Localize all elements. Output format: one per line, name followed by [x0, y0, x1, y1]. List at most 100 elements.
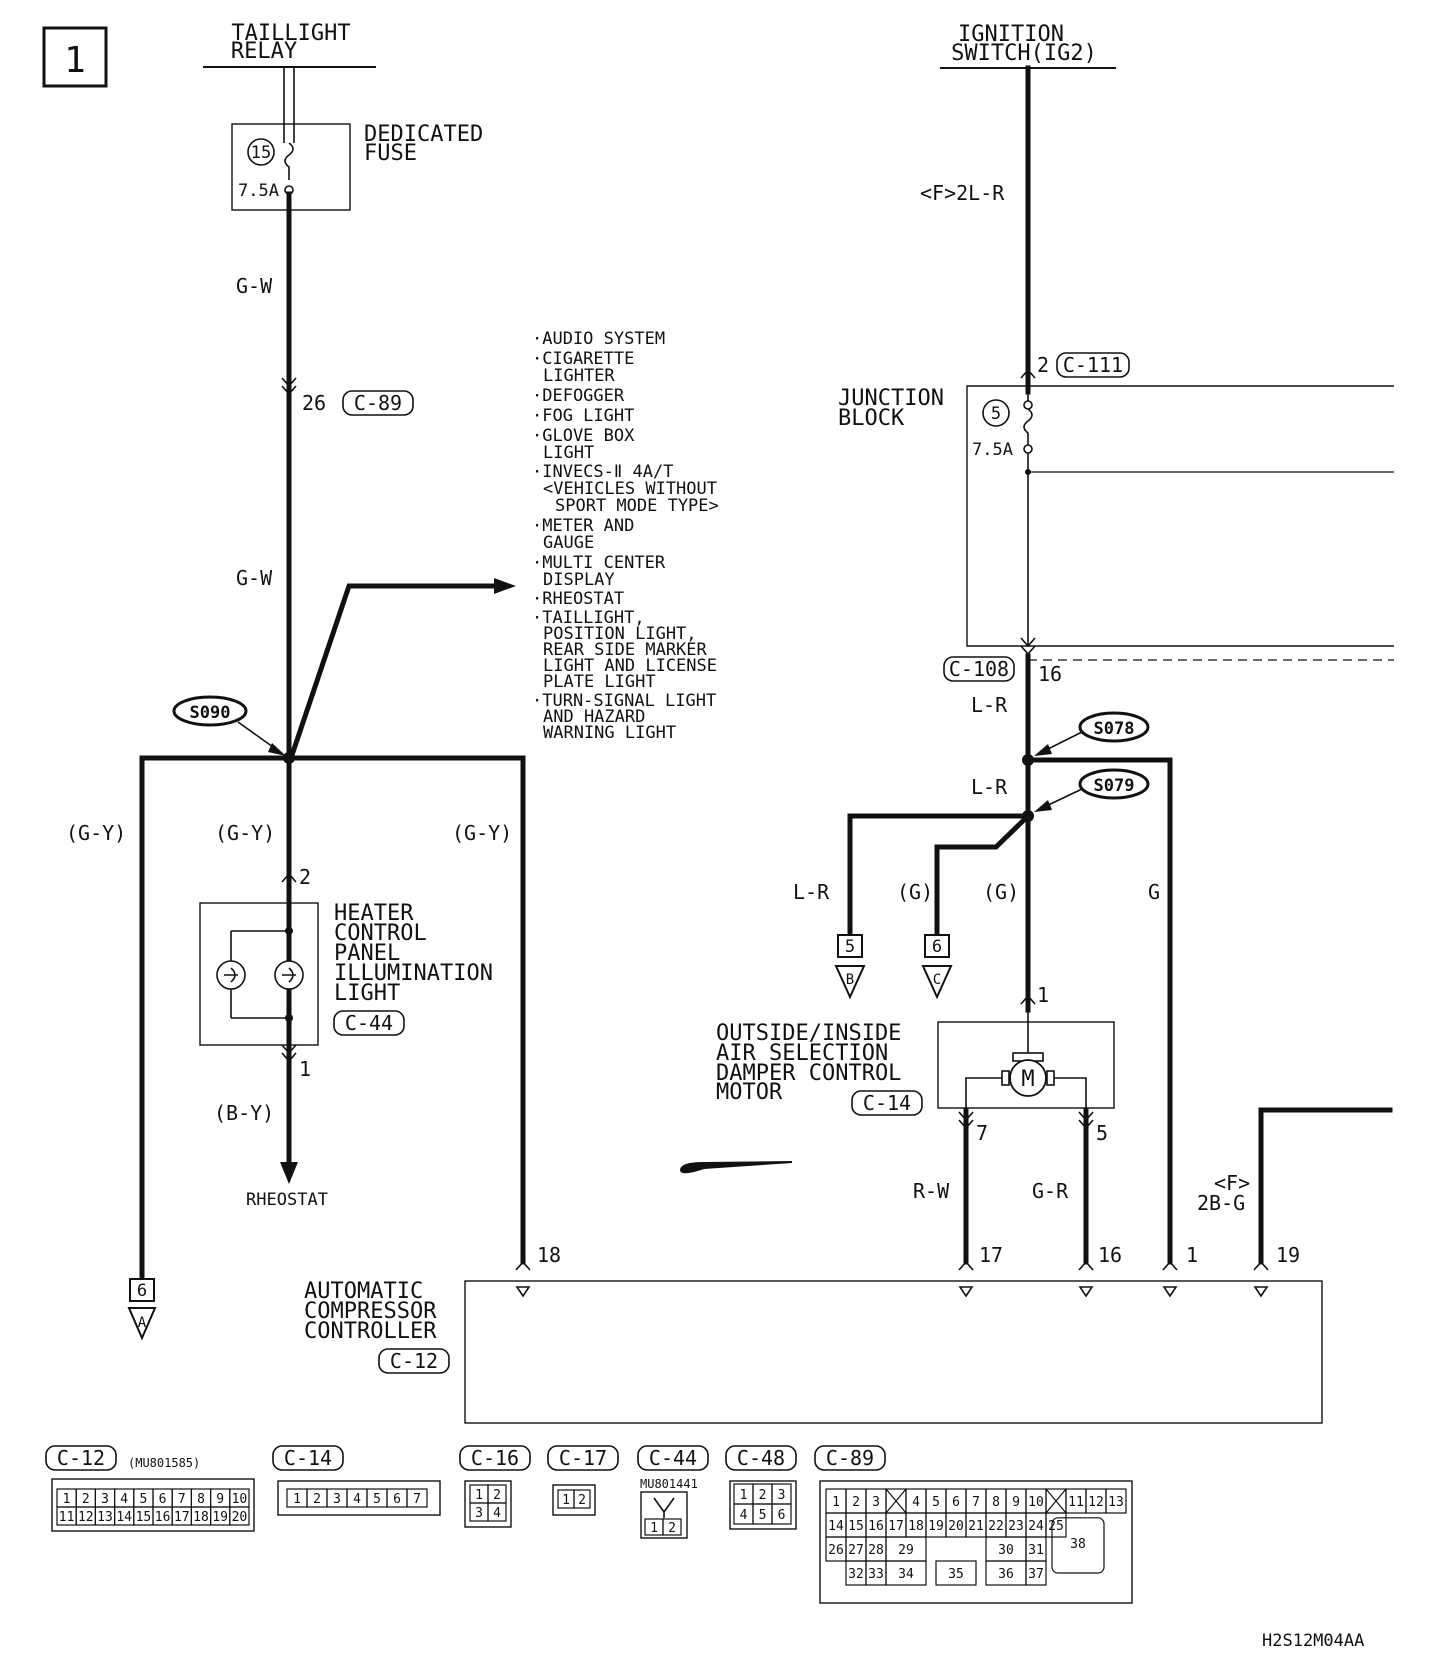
c89-id: C-89: [826, 1446, 874, 1470]
page-number: 1: [64, 40, 86, 81]
off-page-b-number: 5: [845, 937, 855, 957]
branch-taillight-4: LIGHT AND LICENSE: [543, 656, 717, 676]
junction-block-label-2: BLOCK: [838, 406, 905, 431]
pin-19: 19: [1276, 1243, 1300, 1267]
connector-pin-label: 2: [493, 1488, 501, 1503]
connector-pin-label: 30: [998, 1543, 1014, 1558]
connector-pin-label: 21: [968, 1519, 984, 1534]
wire-label-f2bg: 2B-G: [1197, 1191, 1245, 1215]
connector-pin-label: 13: [97, 1510, 113, 1525]
figure-code: H2S12M04AA: [1262, 1631, 1364, 1651]
connector-pin-label: 1: [740, 1488, 748, 1503]
connector-pin-label: 7: [413, 1492, 421, 1507]
connector-pin-label: 4: [493, 1506, 501, 1521]
c44-part: MU801441: [640, 1477, 698, 1491]
heater-light-label-3: PANEL: [334, 941, 400, 966]
connector-pin-label: 2: [313, 1492, 321, 1507]
branch-cigarette-2: LIGHTER: [543, 366, 615, 386]
connector-pin-label: 2: [852, 1495, 860, 1510]
connector-pin-label: 37: [1028, 1567, 1044, 1582]
branch-meter-2: GAUGE: [543, 533, 594, 553]
connector-pin-label: 12: [78, 1510, 94, 1525]
connector-pin-label: 11: [1068, 1495, 1084, 1510]
connector-pin-label: 6: [393, 1492, 401, 1507]
connector-cell: [771, 1503, 792, 1525]
wire-label-gw-1: G-W: [236, 274, 273, 298]
connector-c108-ref: C-108: [949, 657, 1009, 681]
connector-pin-label: 5: [759, 1508, 767, 1523]
connector-cell: [1105, 1488, 1127, 1514]
off-page-a: 6 A: [127, 1278, 157, 1341]
connector-pin-label: 19: [928, 1519, 944, 1534]
damper-motor-label-2: AIR SELECTION: [716, 1041, 888, 1066]
c48-id: C-48: [737, 1446, 785, 1470]
connector-pin-label: 9: [216, 1492, 224, 1507]
taillight-relay-line2: RELAY: [231, 39, 297, 64]
connector-pin-label: 2: [759, 1488, 767, 1503]
connector-pin-label: 17: [888, 1519, 904, 1534]
connector-cell: [406, 1488, 428, 1508]
pin-7: 7: [976, 1121, 988, 1145]
connector-pin-label: 10: [1028, 1495, 1044, 1510]
pin-26: 26: [302, 391, 326, 415]
gy-bus-wire: [139, 755, 526, 1299]
dedicated-fuse-number: 15: [251, 143, 271, 163]
connector-pin-label: 16: [868, 1519, 884, 1534]
wire-label-gw-2: G-W: [236, 566, 273, 590]
connector-pin-label: 14: [116, 1510, 132, 1525]
connector-pin-label: 8: [197, 1492, 205, 1507]
connector-pin-label: 26: [828, 1543, 844, 1558]
branch-taillight-5: PLATE LIGHT: [543, 672, 656, 692]
off-page-c-number: 6: [932, 937, 942, 957]
g-wire-to-pin1: [1025, 757, 1173, 1265]
wire-label-lr-1: L-R: [971, 693, 1008, 717]
left-main-wire: G-W 26 C-89 G-W: [236, 191, 414, 1184]
branch-arrow: [287, 578, 516, 762]
connector-pin-label: 38: [1070, 1537, 1086, 1552]
connector-pin-label: 19: [212, 1510, 228, 1525]
connector-pin-label: 24: [1028, 1519, 1044, 1534]
connector-pin-label: 4: [120, 1492, 128, 1507]
connector-cell: [935, 1560, 977, 1586]
junction-block-label-1: JUNCTION: [838, 386, 944, 411]
connector-pin-label: 15: [136, 1510, 152, 1525]
branch-turn: ·TURN-SIGNAL LIGHT: [532, 691, 716, 711]
ignition-switch-line2: SWITCH(IG2): [951, 41, 1097, 66]
pin-1-light: 1: [299, 1057, 311, 1081]
c14-id: C-14: [284, 1446, 332, 1470]
connector-pin-label: 32: [848, 1567, 864, 1582]
heater-panel-light: 2 1 HEATER CONTROL PANEL ILLUMINATION LI…: [199, 865, 493, 1081]
pin-5: 5: [1096, 1121, 1108, 1145]
wire-label-rw: R-W: [913, 1179, 950, 1203]
controller-label-3: CONTROLLER: [304, 1319, 437, 1344]
connector-pin-label: 3: [101, 1492, 109, 1507]
off-page-b: 5 B: [834, 934, 866, 1000]
off-page-a-number: 6: [137, 1281, 147, 1301]
dedicated-fuse: 15 7.5A DEDICATED FUSE: [231, 122, 483, 211]
wire-label-gy-left: (G-Y): [66, 821, 126, 845]
wire-label-f2lr: <F>2L-R: [920, 181, 1005, 205]
dedicated-fuse-label-1: DEDICATED: [364, 122, 483, 147]
connector-pin-label: 6: [778, 1508, 786, 1523]
connector-pin-label: 8: [992, 1495, 1000, 1510]
splice-s079-label: S079: [1094, 776, 1135, 796]
c17-id: C-17: [559, 1446, 607, 1470]
splice-s090-label: S090: [190, 703, 231, 723]
pin-16: 16: [1098, 1243, 1122, 1267]
connector-cell-cross: [1045, 1488, 1067, 1514]
connector-pin-label: 33: [868, 1567, 884, 1582]
wire-label-g-3: G: [1148, 880, 1160, 904]
ignition-switch: IGNITION SWITCH(IG2): [940, 22, 1116, 69]
branch-glove-2: LIGHT: [543, 443, 594, 463]
connector-pin-label: 3: [872, 1495, 880, 1510]
connector-pin-label: 3: [475, 1506, 483, 1521]
heater-light-label-2: CONTROL: [334, 921, 427, 946]
branch-invecs-2: <VEHICLES WITHOUT: [543, 479, 717, 499]
lr-wire-to-b: [847, 813, 1031, 935]
connector-pin-label: 4: [912, 1495, 920, 1510]
pin-16-c108: 16: [1038, 662, 1062, 686]
splice-s090: S090: [172, 695, 295, 764]
